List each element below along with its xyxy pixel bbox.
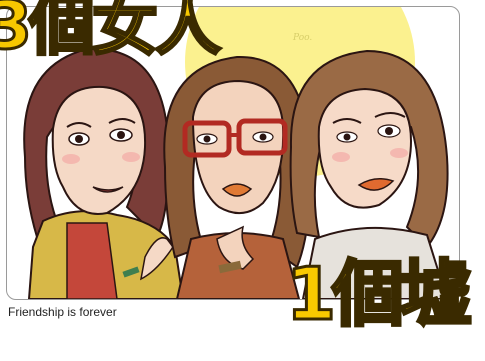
artist-signature: Poo. [293,33,313,43]
woman-right [289,49,449,299]
caption-text: Friendship is forever [8,305,117,319]
title-top-text: 3個女人 [0,0,222,66]
title-bottom-text: 1個墟 [284,252,473,336]
caricature-illustration [23,47,449,299]
woman-middle [163,55,311,299]
illustration-frame: Poo. [6,6,460,300]
woman-left [23,47,185,299]
